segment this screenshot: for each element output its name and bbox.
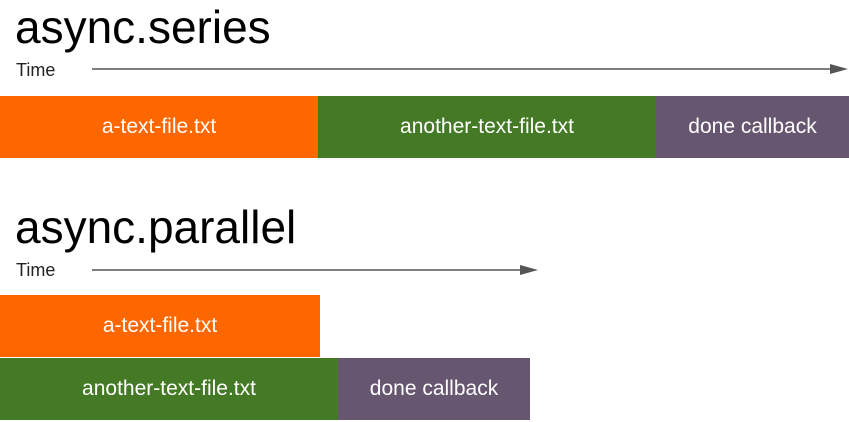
parallel-block-label: a-text-file.txt <box>102 314 218 337</box>
parallel-title: async.parallel <box>15 201 297 253</box>
series-block-done-callback: done callback <box>656 96 849 158</box>
series-block-a-text-file: a-text-file.txt <box>0 96 318 158</box>
parallel-time-arrow-icon <box>92 265 538 275</box>
series-block-label: another-text-file.txt <box>400 115 574 138</box>
parallel-time-label: Time <box>16 260 56 280</box>
parallel-block-label: another-text-file.txt <box>82 377 256 400</box>
parallel-block-a-text-file: a-text-file.txt <box>0 295 320 357</box>
parallel-block-another-text-file: another-text-file.txt <box>0 358 338 420</box>
series-block-label: done callback <box>688 115 817 138</box>
parallel-block-label: done callback <box>369 377 499 400</box>
series-title: async.series <box>15 1 271 53</box>
series-block-another-text-file: another-text-file.txt <box>318 96 656 158</box>
series-time-label: Time <box>16 60 56 80</box>
parallel-block-done-callback: done callback <box>338 358 530 420</box>
series-time-arrow-icon <box>92 64 848 74</box>
series-block-label: a-text-file.txt <box>101 115 217 138</box>
